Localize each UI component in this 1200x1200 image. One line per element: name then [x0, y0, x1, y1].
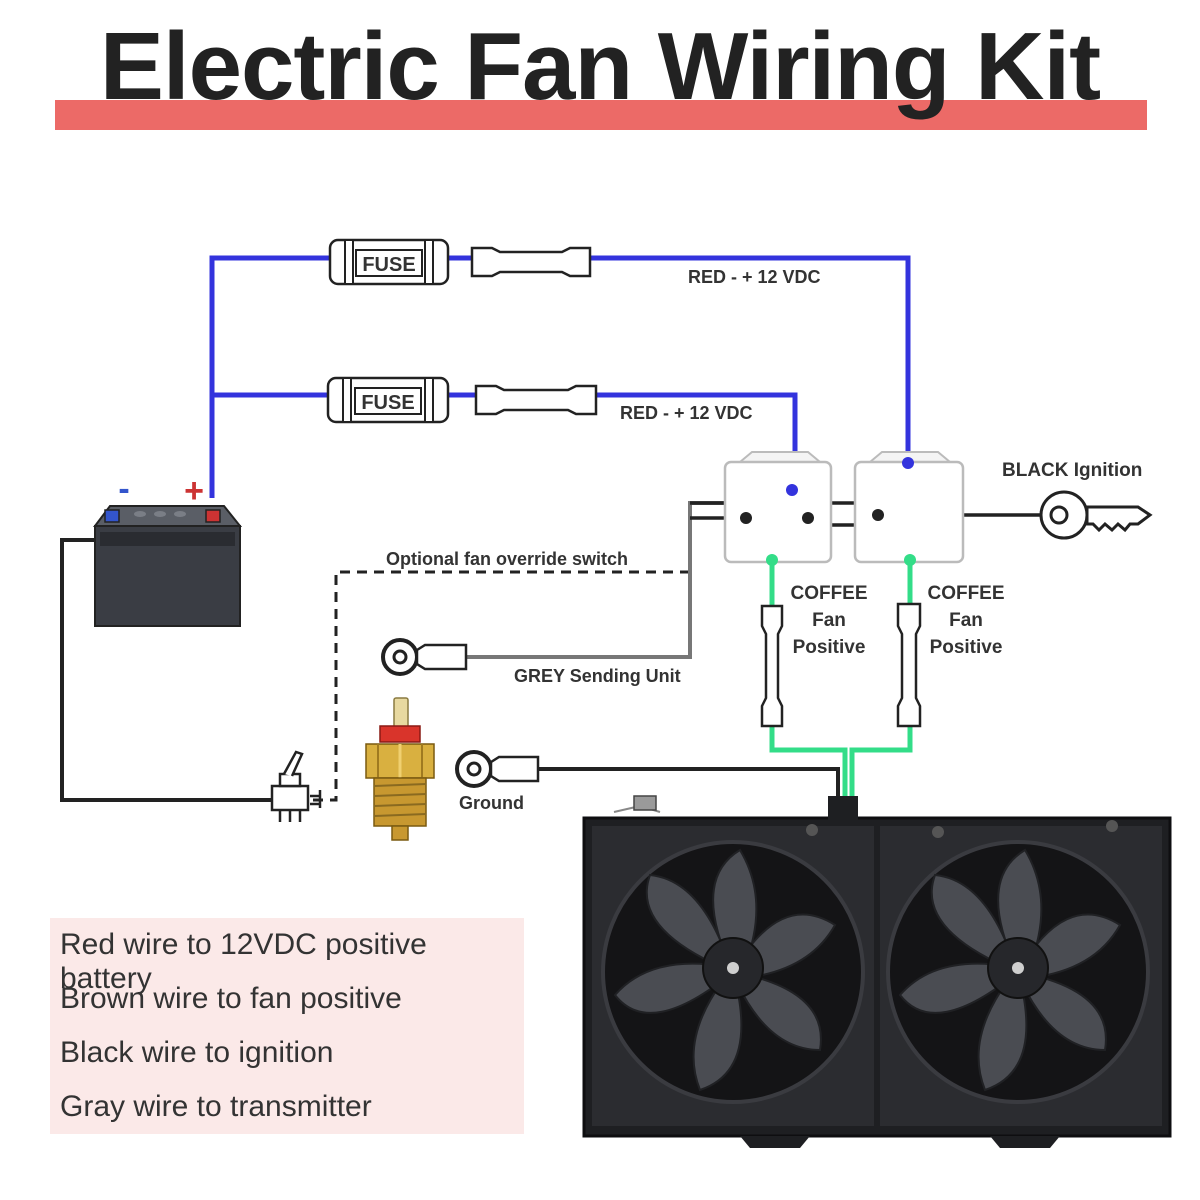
coffee-left-line-1: COFFEE: [790, 583, 867, 604]
grey-sending-wire: [466, 501, 747, 659]
toggle-switch-icon: [270, 750, 322, 822]
legend-line-gray: Gray wire to transmitter: [60, 1090, 372, 1123]
label-red-bottom: RED - + 12 VDC: [620, 403, 753, 423]
label-ground: Ground: [459, 793, 524, 813]
battery-plus-sign: +: [184, 472, 204, 510]
fan-right-icon: [886, 840, 1150, 1104]
power-wire-top-relay: [448, 255, 911, 462]
label-black-ignition: BLACK Ignition: [1002, 460, 1142, 481]
fuse-bottom-label: FUSE: [361, 392, 414, 414]
fan-ground-wire: [538, 767, 840, 800]
relay-left: [723, 451, 833, 564]
battery-negative-wire: [60, 538, 272, 802]
coffee-left-line-2: Fan: [812, 610, 846, 631]
battery-icon: [93, 505, 243, 627]
title-accent-bar: [55, 100, 1147, 130]
power-wire-battery-riser: [209, 255, 330, 498]
coffee-right-line-3: Positive: [930, 637, 1003, 658]
fuse-top: FUSE: [328, 238, 450, 286]
fuse-top-label: FUSE: [362, 254, 415, 276]
fuse-bottom: FUSE: [326, 376, 450, 424]
legend-line-brown: Brown wire to fan positive: [60, 982, 402, 1015]
override-dashed-wire: [310, 570, 690, 802]
temperature-sensor-icon: [365, 697, 435, 841]
page-title: Electric Fan Wiring Kit: [99, 13, 1101, 120]
fan-connector-right: [896, 602, 922, 728]
coffee-right-line-2: Fan: [949, 610, 983, 631]
label-override: Optional fan override switch: [386, 549, 628, 569]
label-red-top: RED - + 12 VDC: [688, 267, 821, 287]
legend-line-red: Red wire to 12VDC positive battery: [60, 928, 427, 995]
fan-connector-left: [760, 604, 784, 728]
legend-box: Red wire to 12VDC positive battery Brown…: [50, 918, 524, 1134]
coffee-left-line-3: Positive: [793, 637, 866, 658]
label-coffee-left: COFFEE Fan Positive: [790, 583, 867, 658]
inline-connector-bottom: [474, 384, 598, 416]
label-coffee-right: COFFEE Fan Positive: [927, 583, 1004, 658]
inline-connector-top: [470, 246, 592, 278]
legend-line-black: Black wire to ignition: [60, 1036, 334, 1069]
ring-terminal-sending-unit: [381, 638, 468, 676]
battery-minus-sign: -: [118, 470, 129, 508]
ring-terminal-ground: [455, 750, 540, 788]
fan-left-icon: [601, 840, 865, 1104]
label-grey-sending: GREY Sending Unit: [514, 666, 681, 686]
relay-terminals: [740, 457, 916, 566]
coffee-right-line-1: COFFEE: [927, 583, 1004, 604]
ignition-key-icon: [1039, 490, 1153, 540]
